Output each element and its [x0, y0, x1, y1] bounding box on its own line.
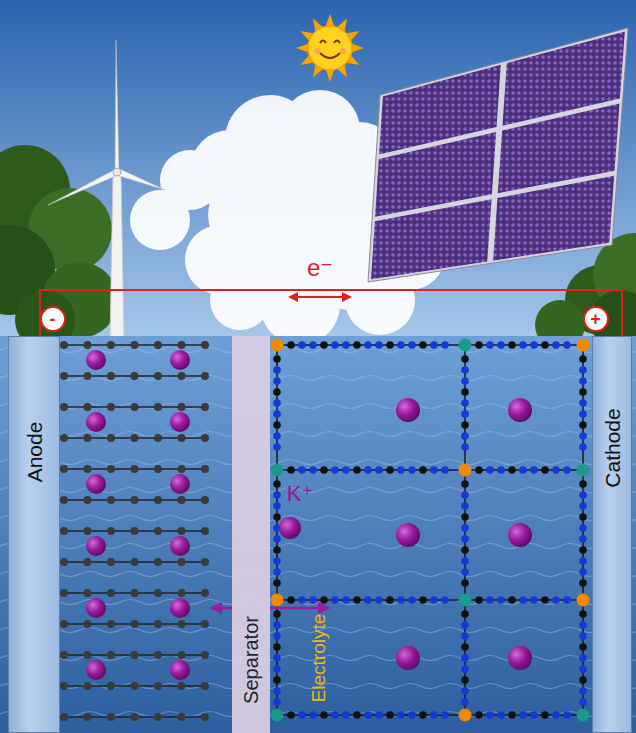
electrolyte-water: [0, 336, 636, 733]
cathode-lattice: [271, 339, 590, 722]
cathode-bar: Cathode: [592, 336, 632, 733]
positive-terminal: +: [583, 306, 609, 332]
solar-panel: [368, 28, 628, 282]
sky: [0, 0, 636, 340]
ion-label: K⁺: [287, 483, 313, 505]
electrode-label: Anode: [24, 421, 45, 482]
negative-terminal: -: [40, 306, 66, 332]
electrode-label: Cathode: [602, 408, 623, 487]
ion-path: [212, 517, 328, 608]
electrolyte-label: Electrolyte: [309, 614, 328, 703]
terminal-sign: +: [590, 310, 601, 328]
terminal-sign: -: [50, 310, 56, 328]
sun: [296, 14, 364, 82]
electron-label: e⁻: [307, 256, 333, 280]
external-circuit: [40, 290, 622, 340]
graphite-layers: [60, 341, 209, 721]
separator-band: Separator: [232, 336, 270, 733]
anode-bar: Anode: [8, 336, 60, 733]
electrode-label: Separator: [241, 616, 261, 704]
waves: [0, 348, 636, 717]
wind-turbine: [48, 40, 165, 338]
